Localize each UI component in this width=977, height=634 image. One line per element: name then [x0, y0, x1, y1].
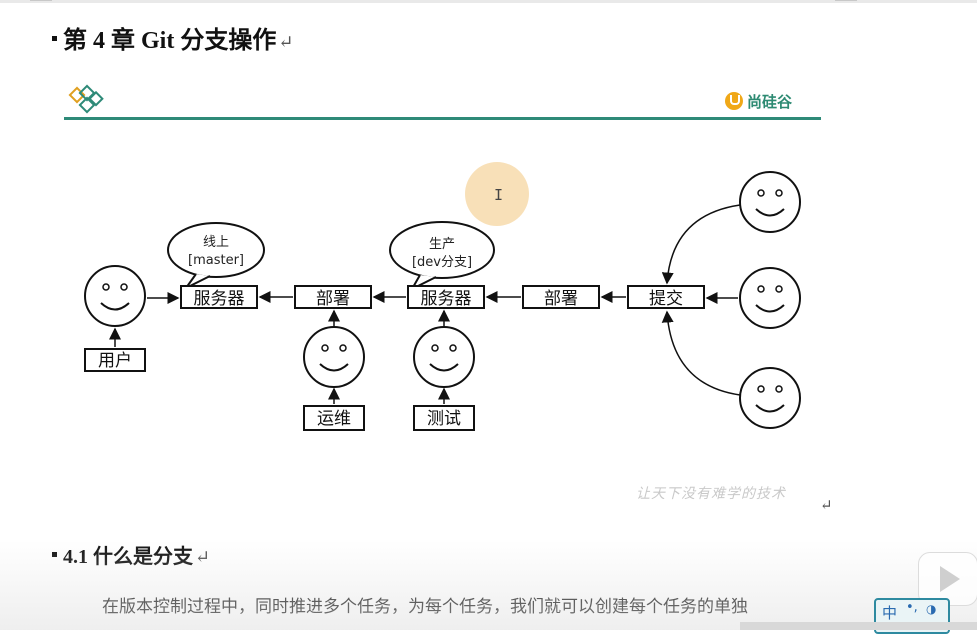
section-heading: 4.1 什么是分支↵	[52, 540, 210, 569]
section-heading-text: 4.1 什么是分支	[63, 546, 193, 568]
developer-face-icon	[739, 171, 801, 233]
page-top-edge	[0, 0, 977, 3]
ime-settings-icon[interactable]: ◑	[926, 602, 937, 616]
deploy-left-label: 部署	[316, 289, 350, 308]
arrow	[661, 310, 741, 396]
dev-cloud-line2: [dev分支]	[412, 255, 472, 270]
commit-label: 提交	[649, 289, 683, 308]
body-paragraph: 在版本控制过程中，同时推进多个任务，为每个任务，我们就可以创建每个任务的单独	[102, 597, 748, 616]
banner-rule	[64, 117, 821, 120]
deploy-right-label: 部署	[544, 289, 578, 308]
test-box	[413, 405, 475, 431]
server-left-label: 服务器	[194, 289, 245, 308]
master-cloud-line1: 线上	[203, 235, 229, 250]
diamond-logo-icon	[68, 84, 104, 114]
commit-box	[627, 285, 705, 309]
arrow	[661, 204, 741, 285]
watermark-slogan: 让天下没有难学的技术	[636, 487, 786, 502]
deploy-right-box	[522, 285, 600, 309]
server-left-box	[180, 285, 258, 309]
dev-cloud	[389, 221, 495, 279]
ime-punctuation-icon[interactable]: •,	[906, 600, 918, 615]
text-cursor-icon: I	[494, 186, 504, 204]
server-right-box	[407, 285, 485, 309]
return-mark: ↵	[820, 498, 833, 514]
chapter-heading: 第 4 章 Git 分支操作↵	[52, 20, 293, 55]
heading-bullet	[52, 35, 57, 41]
return-mark: ↵	[195, 547, 211, 567]
user-box	[84, 348, 146, 372]
server-right-label: 服务器	[421, 289, 472, 308]
test-label: 测试	[427, 409, 461, 428]
ops-box	[303, 405, 365, 431]
ime-language-label[interactable]: 中	[882, 604, 898, 622]
margin-mark	[30, 0, 52, 1]
user-face-icon	[84, 265, 146, 327]
ops-face-icon	[303, 326, 365, 388]
master-cloud-line2: [master]	[188, 253, 244, 268]
play-icon[interactable]	[918, 552, 977, 606]
brand-logo-icon	[725, 92, 743, 110]
chapter-heading-text: 第 4 章 Git 分支操作	[63, 28, 277, 54]
heading-bullet	[52, 551, 57, 557]
developer-face-icon	[739, 267, 801, 329]
cursor-highlight	[465, 162, 529, 226]
deploy-left-box	[294, 285, 372, 309]
return-mark: ↵	[278, 32, 294, 52]
status-bar	[740, 622, 977, 630]
tester-face-icon	[413, 326, 475, 388]
margin-mark	[835, 0, 857, 1]
user-label: 用户	[98, 351, 132, 370]
brand-logo-text: 尚硅谷	[747, 93, 793, 111]
developer-face-icon	[739, 367, 801, 429]
ops-label: 运维	[317, 409, 351, 428]
dev-cloud-line1: 生产	[429, 237, 455, 252]
master-cloud	[167, 222, 265, 278]
